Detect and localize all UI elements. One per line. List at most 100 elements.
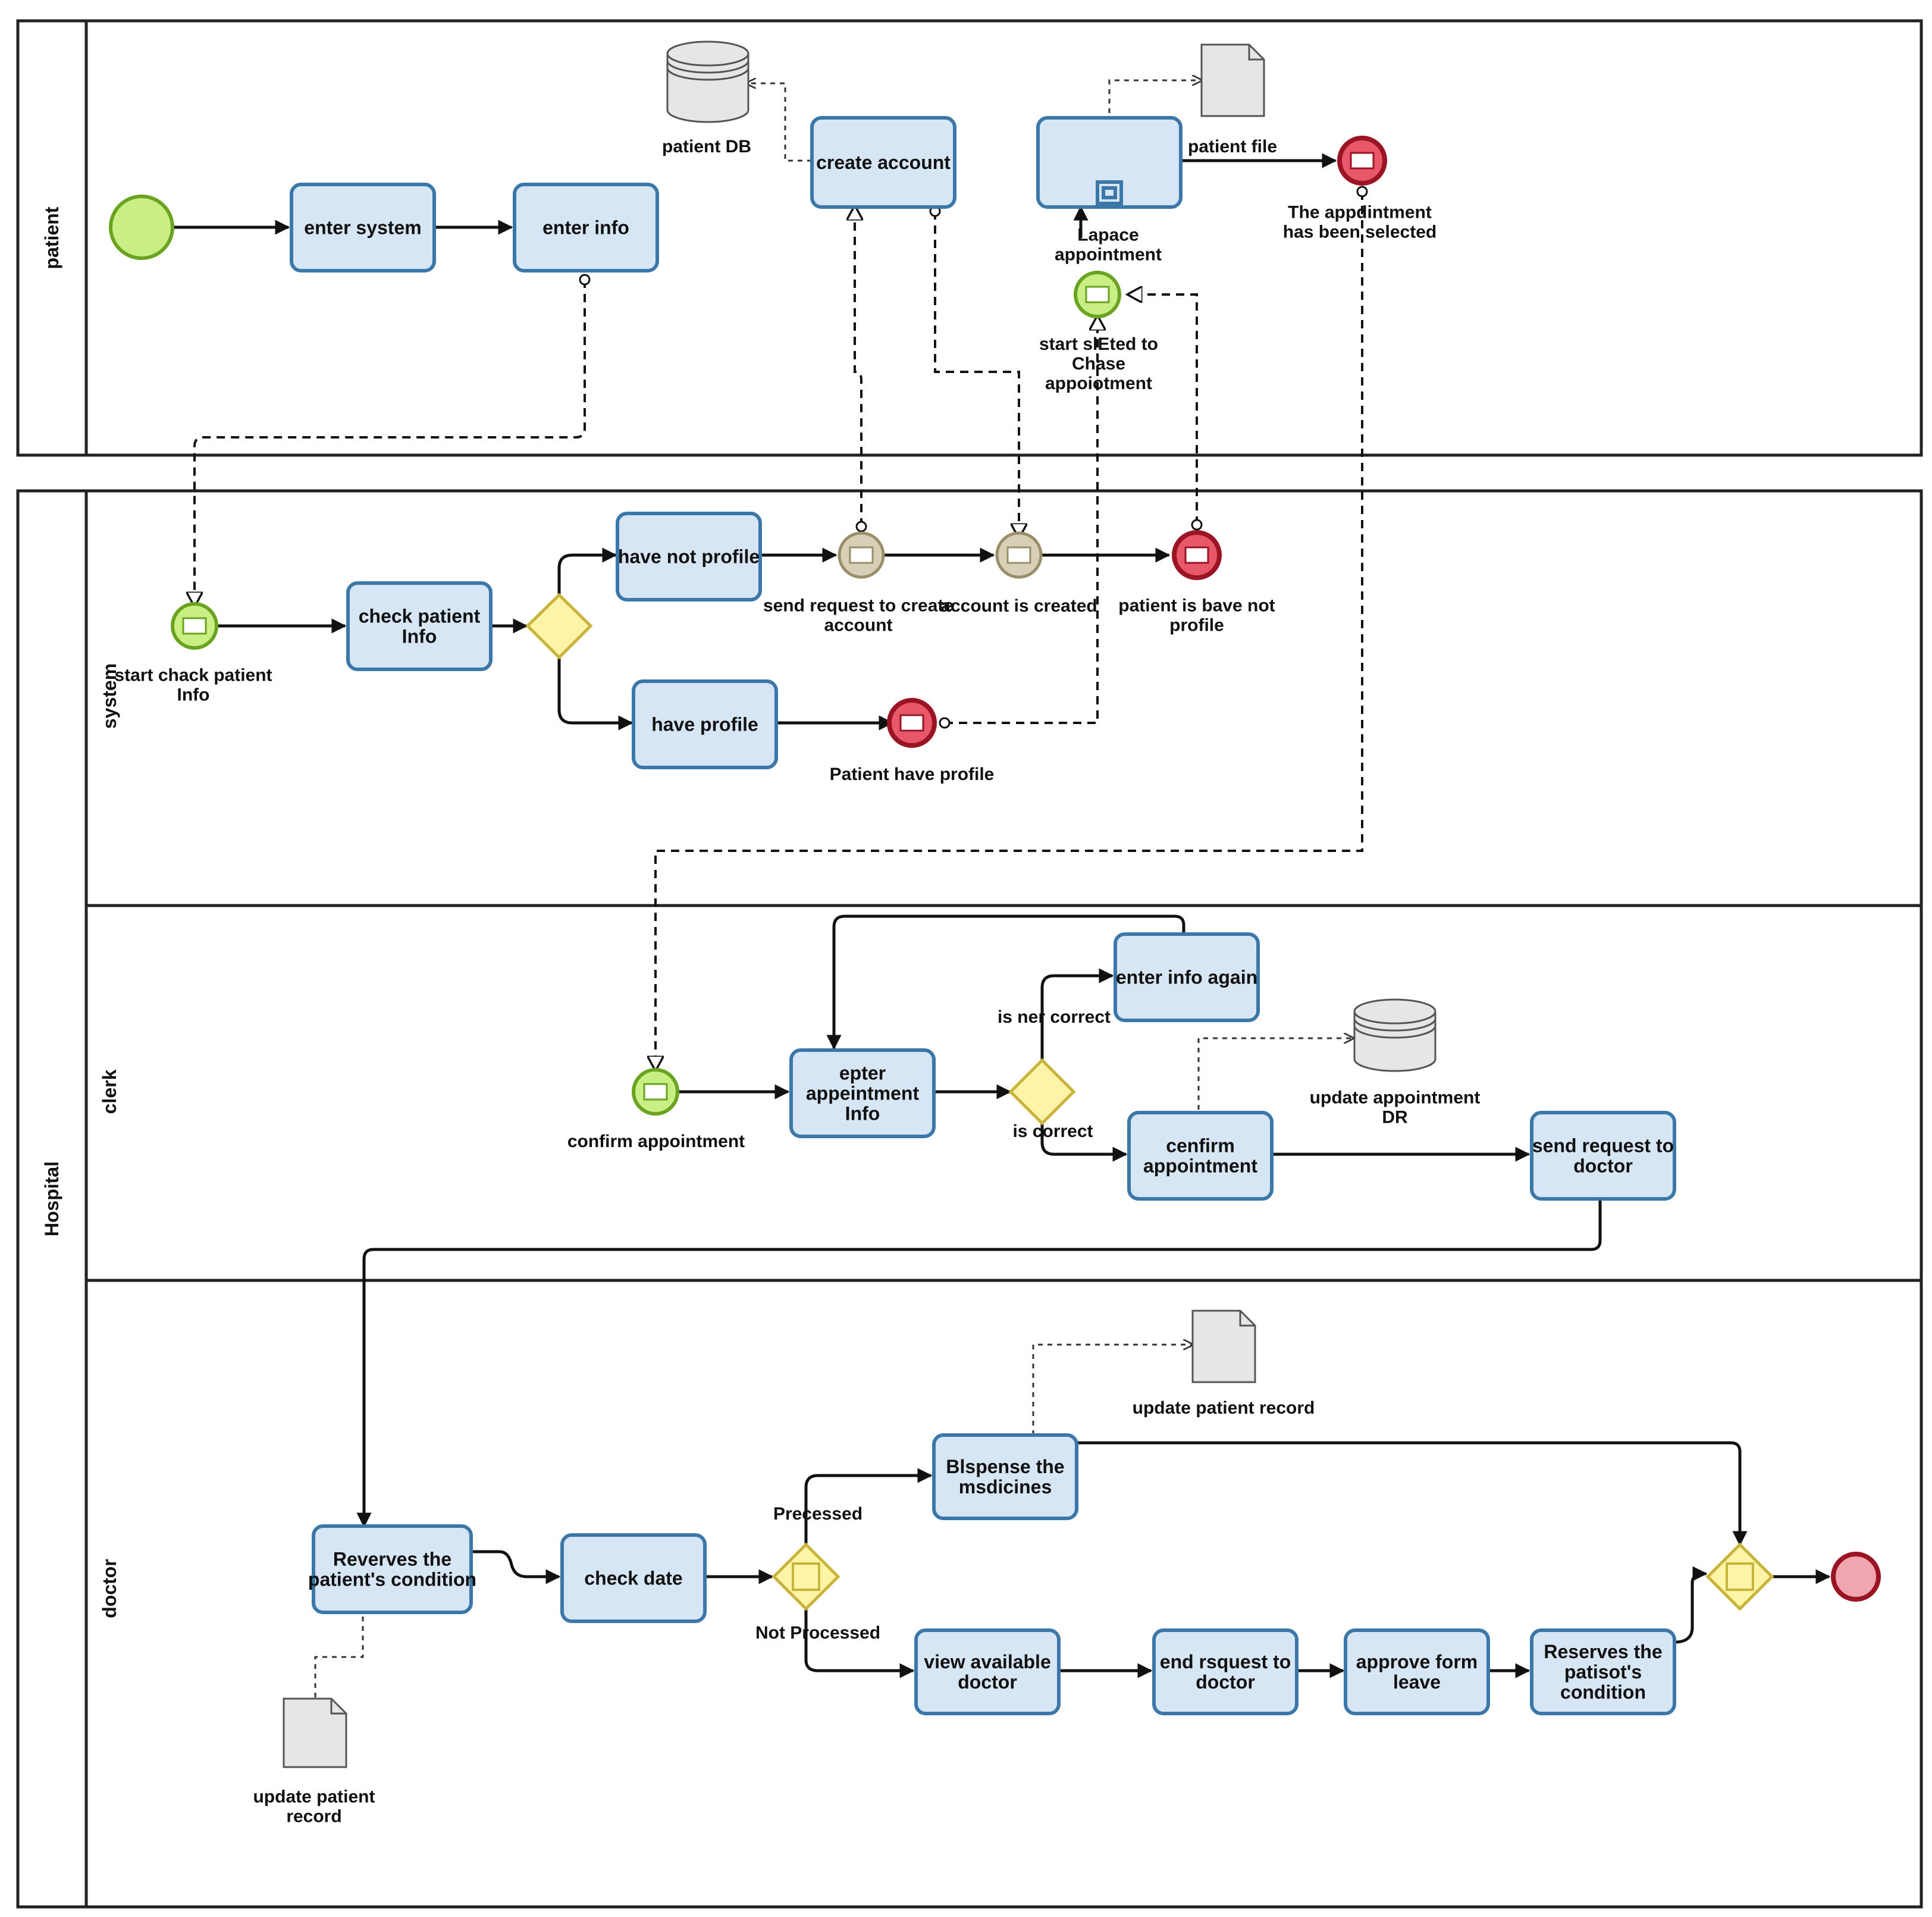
gateway-processed[interactable]	[771, 1542, 840, 1611]
task-box	[616, 512, 762, 602]
task-box	[632, 679, 778, 769]
data-object-patient-file[interactable]	[1200, 43, 1265, 117]
gateway-join[interactable]	[1705, 1542, 1774, 1611]
lane-clerk-title: clerk	[99, 1069, 120, 1114]
task-label-line: check date	[584, 1568, 682, 1589]
data-store-update-appointment-db[interactable]	[1353, 998, 1437, 1072]
event-start-check-patient-info[interactable]	[171, 602, 218, 650]
lane-doctor-title: doctor	[99, 1559, 120, 1618]
task-label-line: epter	[839, 1063, 886, 1084]
task-label-line: Info	[402, 626, 437, 647]
task-enter-info[interactable]: enter info	[513, 183, 659, 272]
task-label: have profile	[651, 714, 758, 735]
task-label-line: cenfirm	[1166, 1135, 1235, 1157]
associations	[314, 80, 1353, 1697]
task-have-profile[interactable]: have profile	[632, 679, 778, 769]
label-is-correct: is correct	[1012, 1122, 1093, 1141]
event-start-selected-to-chase[interactable]	[1074, 271, 1121, 318]
message-flows	[195, 192, 1362, 1071]
event-patient-have-profile[interactable]	[887, 698, 937, 748]
task-box	[290, 183, 436, 272]
task-label-line: doctor	[958, 1671, 1017, 1693]
task-box	[560, 1533, 707, 1623]
task-enter-system[interactable]: enter system	[290, 183, 436, 272]
task-box	[1530, 1111, 1676, 1201]
data-store-patient-db[interactable]	[666, 40, 749, 123]
label-is-correct-line: is correct	[1012, 1122, 1093, 1141]
gateway-check-profile[interactable]	[525, 593, 593, 660]
envelope-icon	[1350, 152, 1375, 170]
task-box	[513, 183, 659, 272]
task-box	[1152, 1628, 1299, 1715]
task-label-line: leave	[1393, 1671, 1441, 1693]
label-start-selected-to-chase-line: appoiotment	[1045, 374, 1152, 393]
start-event-patient[interactable]	[109, 195, 174, 260]
data-object-update-patient-record-top[interactable]	[1191, 1310, 1256, 1383]
task-label-line: end rsquest to	[1160, 1651, 1291, 1672]
task-label-line: Reverves the	[333, 1549, 451, 1570]
envelope-icon	[899, 714, 924, 732]
label-send-request-to-create-account-line: send request to create	[763, 596, 954, 616]
label-is-not-correct: is ner correct	[998, 1007, 1111, 1027]
task-have-not-profile[interactable]: have not profile	[616, 512, 762, 602]
label-update-patient-record-bottom-line: update patient	[253, 1787, 375, 1807]
event-confirm-appointment[interactable]	[632, 1068, 679, 1116]
task-box	[932, 1433, 1078, 1520]
envelope-icon	[182, 617, 207, 635]
task-check-date[interactable]: check date	[560, 1533, 707, 1623]
label-not-processed-line: Not Processed	[755, 1623, 880, 1643]
gateway-info-correct[interactable]	[1008, 1058, 1076, 1126]
label-place-appointment-line: appointment	[1055, 245, 1162, 265]
label-update-appointment-db-line: DR	[1382, 1108, 1408, 1127]
task-label-line: doctor	[1196, 1671, 1255, 1693]
event-account-is-created[interactable]	[995, 531, 1043, 579]
task-place-appointment[interactable]	[1036, 116, 1183, 209]
envelope-icon	[849, 546, 874, 564]
task-create-account[interactable]: create account	[810, 116, 956, 209]
task-box	[1036, 116, 1183, 209]
task-label-line: condition	[1560, 1681, 1646, 1703]
task-label-line: enter system	[304, 217, 421, 239]
envelope-icon	[1006, 546, 1031, 564]
label-patient-have-not-profile-line: profile	[1169, 616, 1224, 635]
label-processed-line: Precessed	[773, 1504, 862, 1524]
data-object-update-patient-record-bottom[interactable]	[283, 1697, 347, 1768]
label-appointment-selected-line: The appdintment	[1288, 203, 1432, 223]
label-confirm-appointment-event: confirm appointment	[567, 1132, 745, 1151]
label-account-is-created: account is created	[940, 596, 1097, 616]
event-appointment-selected[interactable]	[1337, 136, 1387, 186]
task-enter-info-again[interactable]: enter info again	[1114, 932, 1260, 1022]
event-patient-have-not-profile[interactable]	[1172, 530, 1222, 580]
label-start-check-patient-info-line: start chack patient	[114, 666, 272, 685]
task-label: enter info	[542, 217, 629, 239]
task-box	[1344, 1628, 1490, 1715]
label-patient-file-line: patient file	[1188, 137, 1277, 156]
task-box	[810, 116, 956, 209]
task-label-line: approve form	[1356, 1651, 1478, 1672]
label-update-patient-record-top-line: update patient record	[1133, 1398, 1315, 1418]
task-label-line: create account	[816, 152, 951, 173]
event-send-request-create-account[interactable]	[838, 531, 885, 579]
events	[109, 136, 1881, 1602]
task-box	[914, 1628, 1061, 1715]
end-event-doctor[interactable]	[1831, 1552, 1881, 1602]
